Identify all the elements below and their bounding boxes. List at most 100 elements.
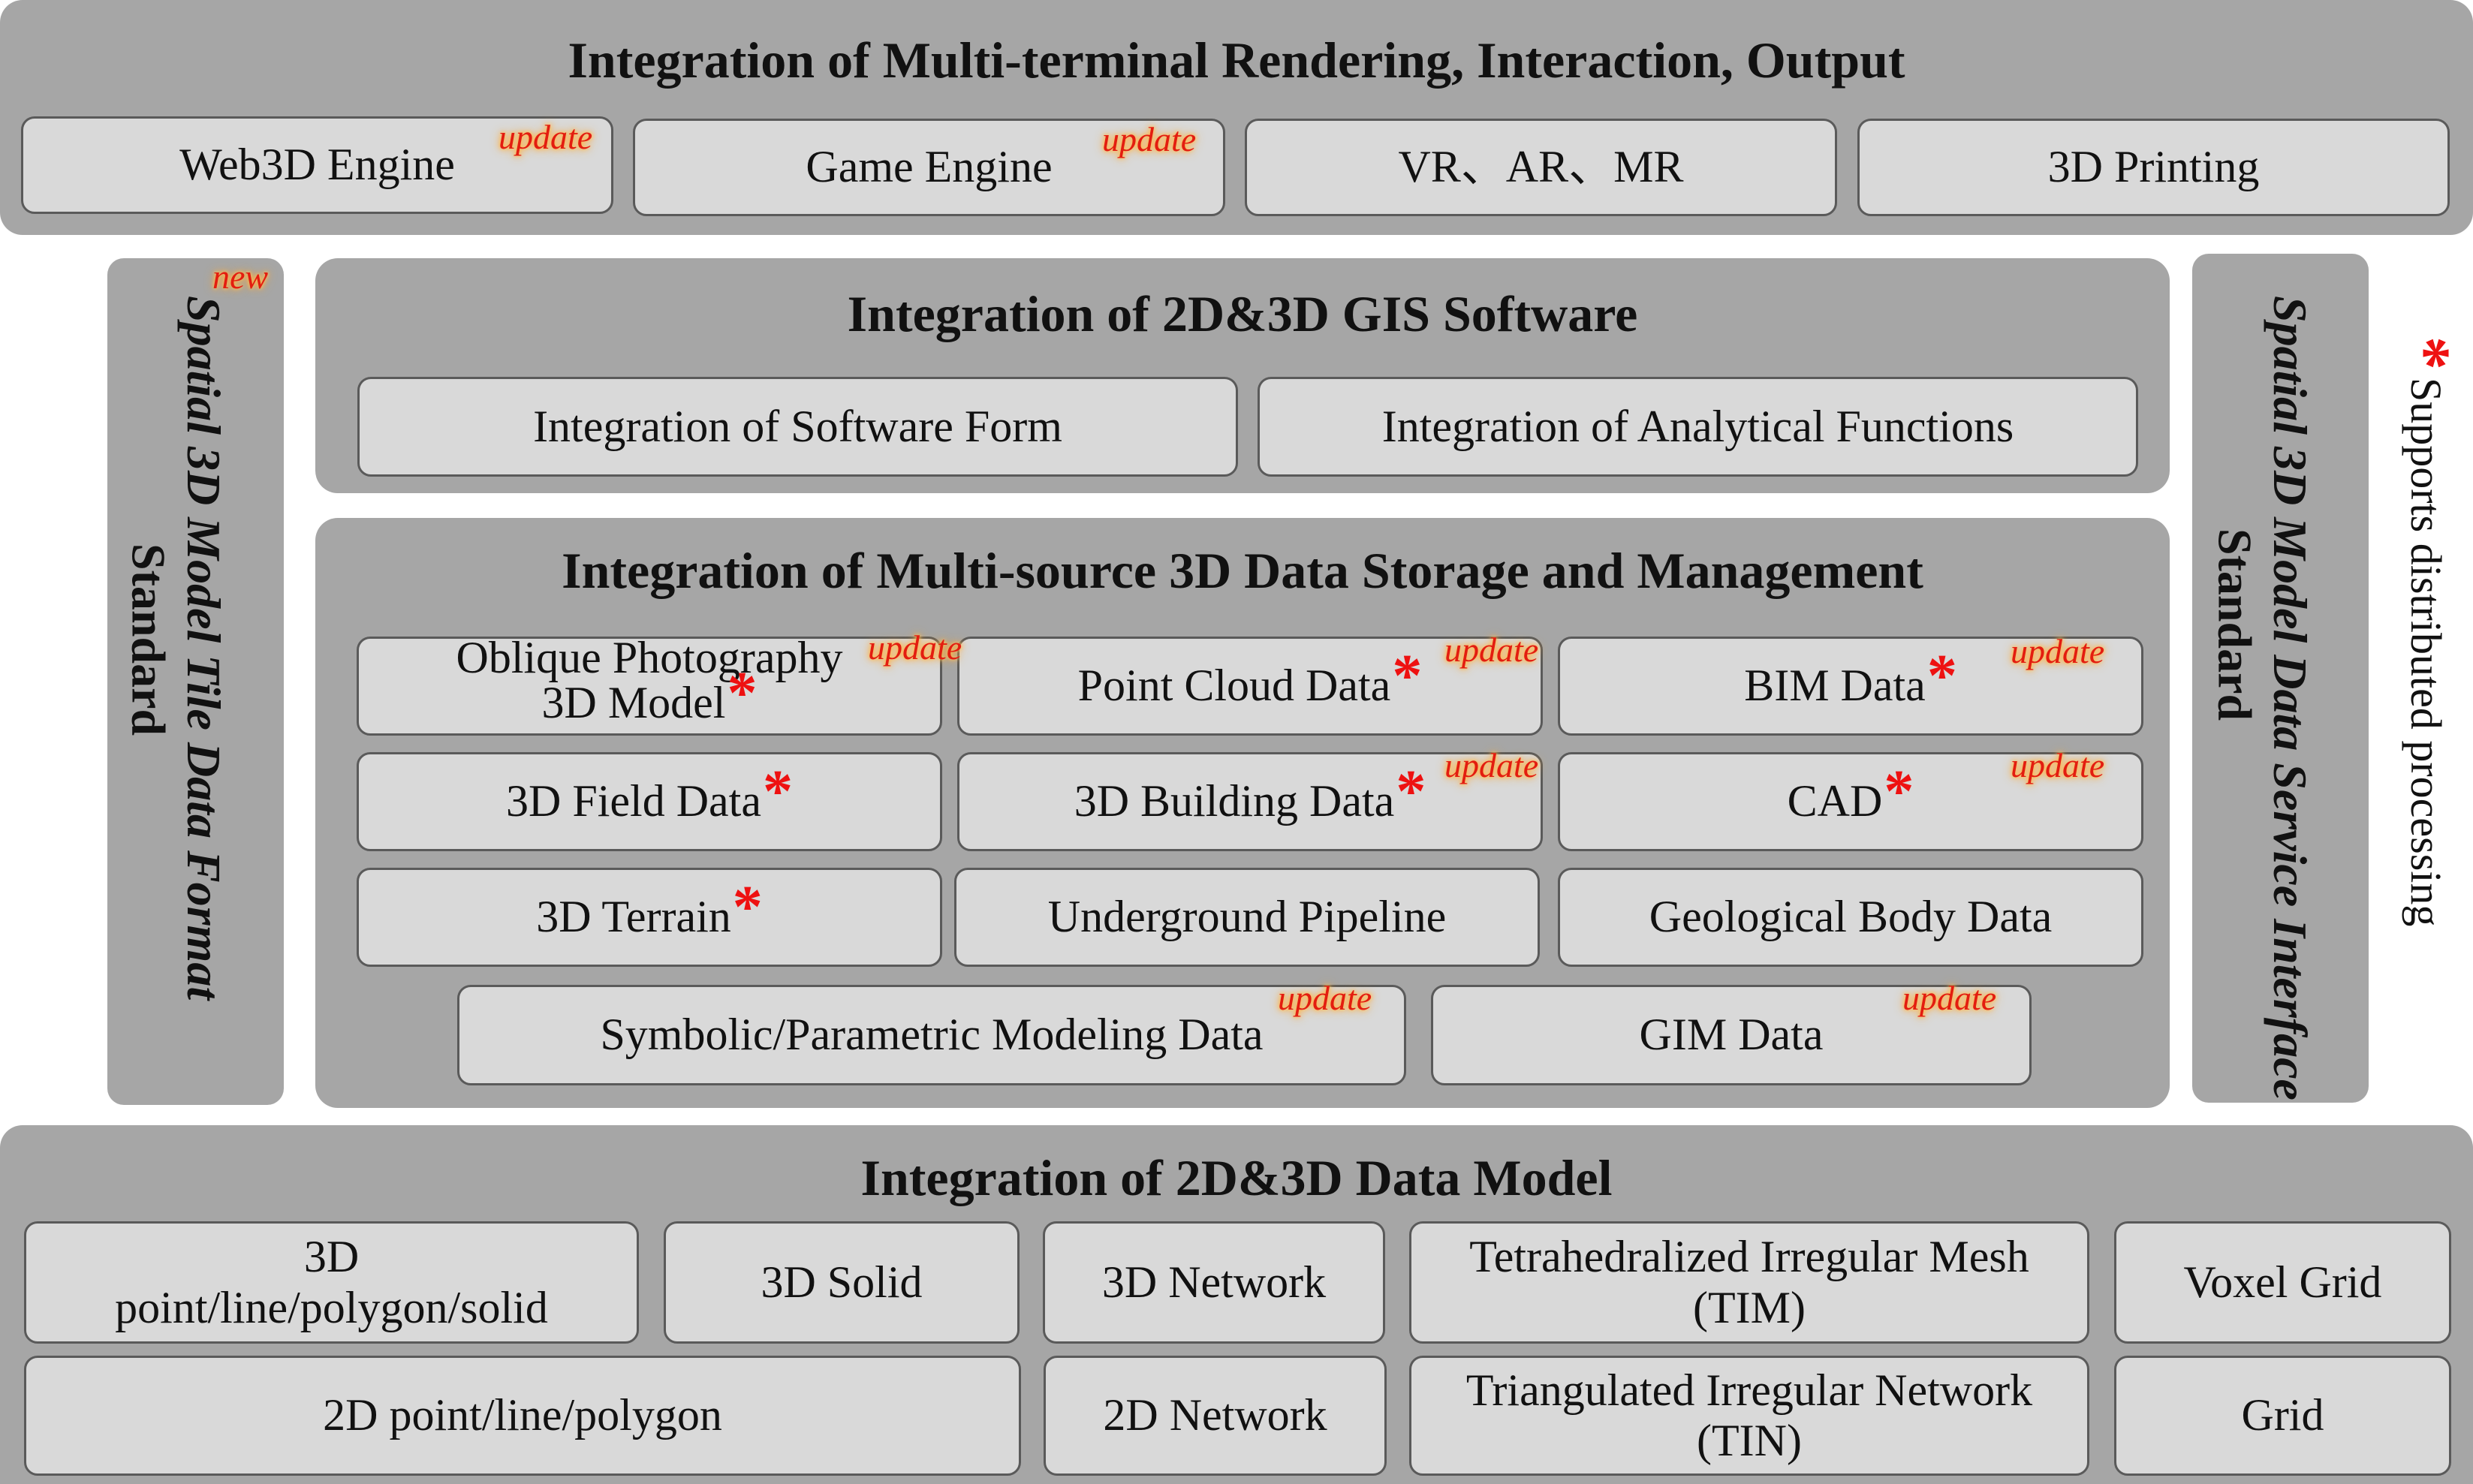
vr-ar-mr-box: VR、AR、MR — [1245, 119, 1837, 216]
data-storage-panel: Integration of Multi-source 3D Data Stor… — [315, 518, 2170, 1108]
multi-terminal-title: Integration of Multi-terminal Rendering,… — [568, 32, 1905, 89]
gim-data-box: GIM Data — [1431, 985, 2032, 1085]
tile-data-format-standard-line1: Spatial 3D Model Tile Data Format — [177, 296, 231, 1001]
cad-update-tag: update — [2011, 746, 2105, 784]
3d-terrain-box: 3D Terrain* — [357, 868, 942, 967]
point-cloud-box: Point Cloud Data* — [957, 637, 1543, 736]
service-interface-standard-text: Spatial 3D Model Data Service Interface … — [2207, 296, 2318, 1100]
3d-network-box: 3D Network — [1043, 1221, 1385, 1344]
point-cloud-text: Point Cloud Data — [1077, 661, 1391, 711]
geological-body-label: Geological Body Data — [1649, 892, 2053, 942]
tile-data-format-standard-text: Spatial 3D Model Tile Data Format Standa… — [121, 296, 231, 1000]
distributed-star-icon: * — [1926, 643, 1957, 710]
oblique-photography-update-tag: update — [868, 628, 962, 667]
oblique-photography-box: Oblique Photography 3D Model* — [357, 632, 942, 736]
3d-field-data-text: 3D Field Data — [506, 776, 761, 826]
data-model-panel: Integration of 2D&3D Data Model 3D point… — [0, 1125, 2473, 1484]
bim-data-update-tag: update — [2011, 632, 2105, 670]
3d-field-data-box: 3D Field Data* — [357, 752, 942, 851]
bim-data-label: BIM Data* — [1744, 646, 1957, 711]
3d-printing-label: 3D Printing — [2047, 142, 2260, 192]
oblique-photography-line1: Oblique Photography — [456, 632, 843, 682]
voxel-grid-box: Voxel Grid — [2114, 1221, 2451, 1344]
2d-point-line-polygon-box: 2D point/line/polygon — [24, 1356, 1021, 1476]
tim-line1: Tetrahedralized Irregular Mesh — [1469, 1232, 2029, 1282]
3d-terrain-label: 3D Terrain* — [536, 877, 763, 942]
3d-network-label: 3D Network — [1101, 1257, 1327, 1307]
tin-line1: Triangulated Irregular Network — [1465, 1365, 2033, 1415]
3d-solid-box: 3D Solid — [664, 1221, 1020, 1344]
software-form-box: Integration of Software Form — [357, 377, 1238, 477]
web3d-engine-label: Web3D Engine — [179, 140, 455, 190]
tim-box: Tetrahedralized Irregular Mesh (TIM) — [1409, 1221, 2089, 1344]
distributed-processing-legend: * Supports distributed processing — [2389, 336, 2463, 927]
tile-data-format-standard-line2: Standard — [122, 543, 176, 736]
3d-point-line-polygon-solid-line2: point/line/polygon/solid — [115, 1282, 548, 1332]
oblique-photography-line2: 3D Model — [541, 677, 726, 727]
web3d-engine-box: Web3D Engine — [21, 116, 613, 214]
grid-label: Grid — [2241, 1390, 2324, 1440]
data-model-title: Integration of 2D&3D Data Model — [860, 1149, 1613, 1206]
symbolic-parametric-box: Symbolic/Parametric Modeling Data — [457, 985, 1406, 1085]
tim-label: Tetrahedralized Irregular Mesh (TIM) — [1469, 1232, 2029, 1332]
tile-data-format-standard-panel: Spatial 3D Model Tile Data Format Standa… — [107, 258, 284, 1105]
3d-building-update-tag: update — [1444, 746, 1539, 784]
analytical-functions-label: Integration of Analytical Functions — [1381, 401, 2014, 451]
game-engine-update-tag: update — [1102, 120, 1197, 158]
distributed-processing-text: Supports distributed processing — [2402, 378, 2450, 927]
service-interface-standard-line2: Standard — [2208, 528, 2262, 721]
distributed-star-icon: * — [732, 874, 763, 941]
underground-pipeline-label: Underground Pipeline — [1047, 892, 1447, 942]
distributed-star-icon: * — [2389, 336, 2463, 370]
2d-network-box: 2D Network — [1044, 1356, 1387, 1476]
3d-building-data-label: 3D Building Data* — [1074, 762, 1426, 826]
tin-box: Triangulated Irregular Network (TIN) — [1409, 1356, 2089, 1476]
software-form-label: Integration of Software Form — [533, 401, 1062, 451]
game-engine-box: Game Engine — [633, 119, 1225, 216]
distributed-star-icon: * — [762, 759, 793, 826]
3d-printing-box: 3D Printing — [1857, 119, 2450, 216]
3d-terrain-text: 3D Terrain — [536, 892, 731, 942]
vr-ar-mr-label: VR、AR、MR — [1398, 142, 1684, 192]
2d-network-label: 2D Network — [1103, 1390, 1327, 1440]
3d-solid-label: 3D Solid — [761, 1257, 923, 1307]
web3d-engine-update-tag: update — [499, 118, 593, 156]
gis-software-panel: Integration of 2D&3D GIS Software Integr… — [315, 258, 2170, 493]
service-interface-standard-panel: Spatial 3D Model Data Service Interface … — [2192, 254, 2369, 1103]
data-storage-title: Integration of Multi-source 3D Data Stor… — [562, 542, 1923, 599]
oblique-photography-label: Oblique Photography 3D Model* — [456, 632, 843, 727]
distributed-star-icon: * — [1396, 759, 1426, 826]
service-interface-standard-line1: Spatial 3D Model Data Service Interface — [2264, 296, 2318, 1100]
game-engine-label: Game Engine — [806, 142, 1053, 192]
3d-field-data-label: 3D Field Data* — [506, 762, 793, 826]
tin-label: Triangulated Irregular Network (TIN) — [1466, 1365, 2032, 1466]
tile-data-format-new-tag: new — [212, 257, 269, 296]
3d-point-line-polygon-solid-box: 3D point/line/polygon/solid — [24, 1221, 639, 1344]
3d-building-data-text: 3D Building Data — [1074, 776, 1395, 826]
gim-data-update-tag: update — [1902, 979, 1997, 1017]
distributed-star-icon: * — [1392, 643, 1423, 710]
point-cloud-update-tag: update — [1444, 631, 1539, 669]
cad-box: CAD* — [1558, 752, 2143, 851]
gis-software-title: Integration of 2D&3D GIS Software — [847, 285, 1638, 342]
cad-text: CAD — [1787, 776, 1883, 826]
multi-terminal-panel: Integration of Multi-terminal Rendering,… — [0, 0, 2473, 235]
3d-point-line-polygon-solid-label: 3D point/line/polygon/solid — [115, 1232, 548, 1332]
tin-line2: (TIN) — [1697, 1416, 1802, 1465]
3d-building-data-box: 3D Building Data* — [957, 752, 1543, 851]
gim-data-label: GIM Data — [1639, 1010, 1824, 1060]
point-cloud-label: Point Cloud Data* — [1077, 646, 1423, 711]
distributed-star-icon: * — [727, 660, 758, 727]
2d-point-line-polygon-label: 2D point/line/polygon — [323, 1390, 722, 1440]
tim-line2: (TIM) — [1693, 1282, 1806, 1332]
underground-pipeline-box: Underground Pipeline — [954, 868, 1540, 967]
cad-label: CAD* — [1787, 762, 1914, 826]
geological-body-box: Geological Body Data — [1558, 868, 2143, 967]
3d-point-line-polygon-solid-line1: 3D — [303, 1232, 360, 1282]
symbolic-parametric-update-tag: update — [1278, 979, 1372, 1017]
analytical-functions-box: Integration of Analytical Functions — [1258, 377, 2138, 477]
symbolic-parametric-label: Symbolic/Parametric Modeling Data — [600, 1010, 1264, 1060]
bim-data-box: BIM Data* — [1558, 637, 2143, 736]
voxel-grid-label: Voxel Grid — [2183, 1257, 2382, 1307]
bim-data-text: BIM Data — [1744, 661, 1926, 711]
